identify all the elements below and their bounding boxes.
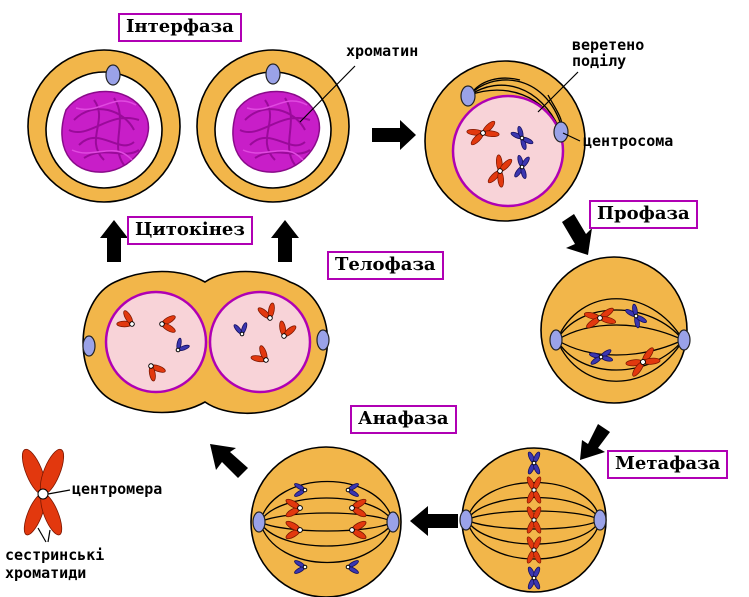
- label-cytokinesis: Цитокінез: [127, 216, 253, 245]
- label-anaphase: Анафаза: [350, 405, 457, 434]
- arrow-interphase-to-prophase: [372, 120, 416, 150]
- label-sister-chromatids-line2: хроматиди: [5, 566, 86, 582]
- label-spindle-line2: поділу: [572, 54, 626, 70]
- centrosome-icon: [594, 510, 606, 530]
- centrosome-icon: [550, 330, 562, 350]
- centrosome-icon: [83, 336, 95, 356]
- centrosome-icon: [387, 512, 399, 532]
- centromere-leader-line: [48, 490, 70, 494]
- chromatids-leader-line-2: [48, 530, 50, 542]
- metaphase-cell: [460, 448, 606, 592]
- label-chromatin: хроматин: [346, 44, 418, 60]
- arrow-telophase-to-interphase-left: [100, 220, 128, 262]
- arrow-prophase-to-prometaphase: [562, 214, 592, 255]
- interphase-cell-1: [28, 50, 180, 202]
- label-prophase: Профаза: [589, 200, 698, 229]
- centrosome-icon: [266, 64, 280, 84]
- centrosome-icon: [253, 512, 265, 532]
- label-centromere: центромера: [72, 482, 162, 498]
- arrow-anaphase-to-telophase: [210, 444, 248, 478]
- interphase-cell-2: [197, 50, 349, 202]
- centrosome-icon: [460, 510, 472, 530]
- prophase-early-cell: [425, 61, 585, 221]
- arrow-prometaphase-to-metaphase: [580, 424, 610, 460]
- label-centrosome: центросома: [583, 134, 673, 150]
- centrosome-icon: [317, 330, 329, 350]
- arrow-telophase-to-interphase-right: [271, 220, 299, 262]
- label-sister-chromatids-line1: сестринські: [5, 548, 104, 564]
- centrosome-icon: [461, 86, 475, 106]
- centrosome-icon: [554, 122, 568, 142]
- label-interphase: Інтерфаза: [118, 13, 242, 42]
- centrosome-icon: [106, 65, 120, 85]
- label-telophase: Телофаза: [327, 251, 444, 280]
- anaphase-cell: [251, 447, 401, 597]
- prophase-late-cell: [541, 257, 690, 403]
- arrow-metaphase-to-anaphase: [410, 506, 458, 536]
- centrosome-icon: [678, 330, 690, 350]
- label-metaphase: Метафаза: [607, 450, 728, 479]
- chromatids-leader-line-1: [38, 528, 46, 542]
- telophase-cell: [83, 272, 329, 414]
